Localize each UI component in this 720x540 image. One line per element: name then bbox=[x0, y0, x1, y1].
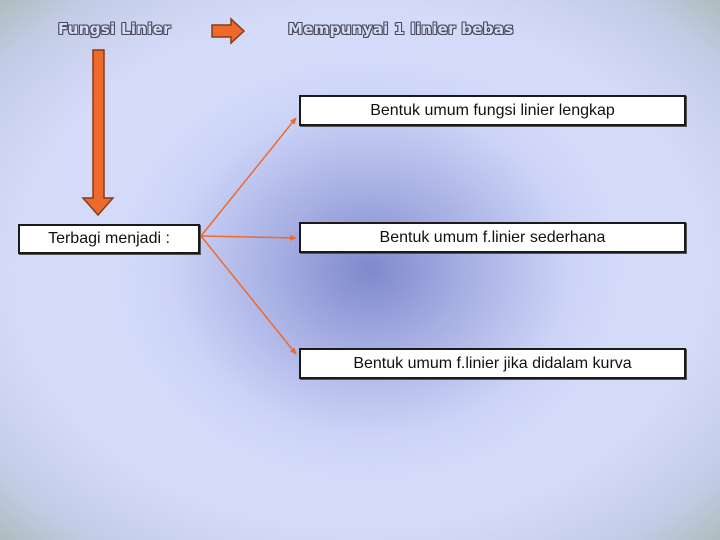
box-fungsi-linier-lengkap: Bentuk umum fungsi linier lengkap bbox=[299, 95, 686, 126]
right-arrow-icon bbox=[211, 17, 246, 45]
box-kurva-label: Bentuk umum f.linier jika didalam kurva bbox=[353, 354, 632, 372]
down-arrow-icon bbox=[81, 49, 115, 217]
box-lengkap-label: Bentuk umum fungsi linier lengkap bbox=[370, 101, 615, 119]
title-fungsi-linier: Fungsi Linier bbox=[58, 20, 171, 38]
box-linier-sederhana: Bentuk umum f.linier sederhana bbox=[299, 222, 686, 253]
title-mempunyai-linier-bebas: Mempunyai 1 linier bebas bbox=[288, 20, 514, 38]
box-sederhana-label: Bentuk umum f.linier sederhana bbox=[379, 228, 606, 246]
box-linier-kurva: Bentuk umum f.linier jika didalam kurva bbox=[299, 348, 686, 379]
connector-middle-line bbox=[200, 234, 297, 241]
box-terbagi-menjadi: Terbagi menjadi : bbox=[18, 224, 200, 254]
box-terbagi-label: Terbagi menjadi : bbox=[48, 230, 170, 247]
connector-bottom-line bbox=[200, 235, 297, 355]
connector-top-line bbox=[200, 117, 297, 237]
